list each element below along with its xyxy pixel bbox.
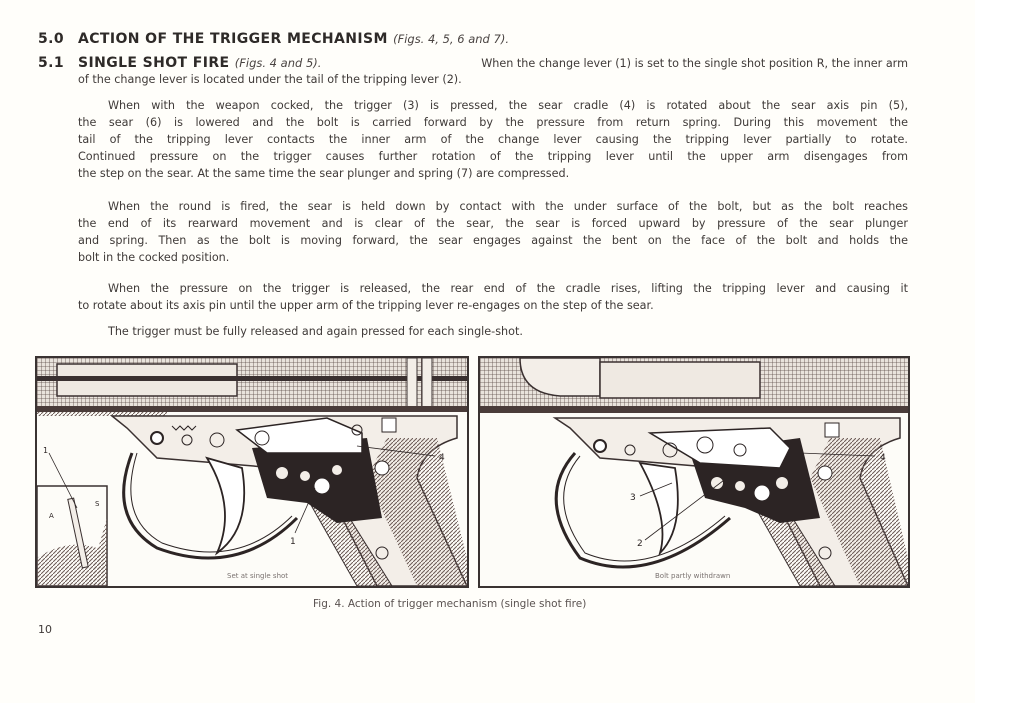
section-title: SINGLE SHOT FIRE — [78, 55, 230, 71]
figure-caption: Fig. 4. Action of trigger mechanism (sin… — [313, 598, 587, 610]
trigger-mechanism-illustration: 4 3 2 — [480, 358, 908, 586]
intro-line: When the change lever (1) is set to the … — [481, 57, 908, 70]
section-heading-5-1: 5.1 SINGLE SHOT FIRE (Figs. 4 and 5). — [38, 55, 321, 71]
text-line: When the pressure on the trigger is rele… — [108, 282, 908, 295]
text-line: Continued pressure on the trigger causes… — [78, 150, 908, 163]
figure-references: (Figs. 4, 5, 6 and 7). — [393, 32, 509, 46]
callout-4: 4 — [880, 453, 886, 463]
text-line: the step on the sear. At the same time t… — [78, 167, 570, 180]
inset-label-a: A — [49, 512, 54, 520]
text-line: tail of the tripping lever contacts the … — [78, 133, 908, 146]
panel-caption: Bolt partly withdrawn — [655, 572, 731, 580]
text-line: When with the weapon cocked, the trigger… — [108, 99, 908, 112]
text-line: The trigger must be fully released and a… — [108, 325, 523, 338]
section-number: 5.1 — [38, 55, 65, 71]
inset-callout-1: 1 — [43, 446, 48, 455]
section-heading-5-0: 5.0 ACTION OF THE TRIGGER MECHANISM (Figs… — [38, 31, 509, 47]
figure-panel-bolt-partly-withdrawn: 4 3 2 Bolt partly withdrawn — [478, 356, 910, 588]
section-number: 5.0 — [38, 31, 65, 47]
section-title: ACTION OF THE TRIGGER MECHANISM — [78, 31, 388, 47]
text-line: bolt in the cocked position. — [78, 251, 230, 264]
text-line: the sear (6) is lowered and the bolt is … — [78, 116, 908, 129]
figure-references: (Figs. 4 and 5). — [234, 56, 322, 70]
trigger-mechanism-illustration: 4 1 1 A S — [37, 358, 467, 586]
intro-line: of the change lever is located under the… — [78, 73, 462, 86]
callout-3: 3 — [630, 493, 636, 503]
callout-2: 2 — [637, 539, 643, 549]
text-line: and spring. Then as the bolt is moving f… — [78, 234, 908, 247]
callout-1: 1 — [290, 537, 296, 547]
figure-panel-set-at-single-shot: 4 1 1 A S Set at single shot — [35, 356, 469, 588]
text-line: When the round is fired, the sear is hel… — [108, 200, 908, 213]
panel-caption: Set at single shot — [227, 572, 289, 580]
inset-label-s: S — [95, 500, 100, 508]
page-number: 10 — [38, 623, 52, 636]
text-line: the end of its rearward movement and is … — [78, 217, 908, 230]
callout-4: 4 — [439, 453, 445, 463]
document-page: 5.0 ACTION OF THE TRIGGER MECHANISM (Figs… — [35, 31, 910, 636]
text-line: to rotate about its axis pin until the u… — [78, 299, 654, 312]
